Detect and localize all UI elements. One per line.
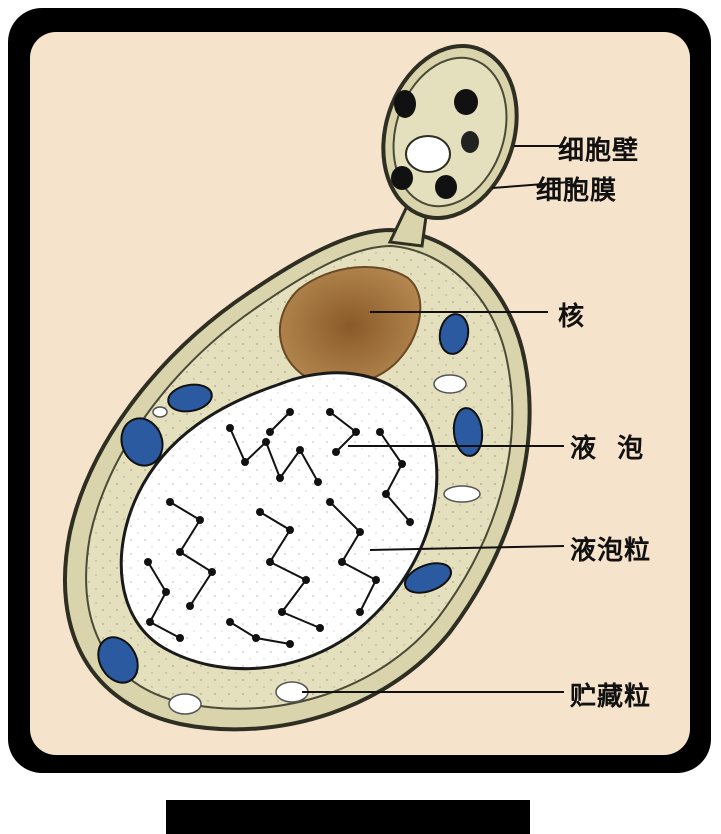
nucleus bbox=[278, 265, 422, 387]
bud-cell bbox=[381, 44, 519, 220]
label-vacuole: 液 泡 bbox=[570, 434, 645, 464]
caption-bar bbox=[166, 800, 530, 834]
storage-granules bbox=[152, 374, 481, 715]
vacuole-granule-dots bbox=[144, 408, 414, 648]
label-vacuole-granule: 液泡粒 bbox=[570, 536, 652, 566]
label-storage-granule: 贮藏粒 bbox=[570, 682, 652, 712]
yeast-cell-diagram bbox=[62, 44, 571, 732]
leader-lines bbox=[302, 145, 571, 693]
label-nucleus: 核 bbox=[558, 302, 586, 332]
label-cell-wall: 细胞壁 bbox=[558, 136, 640, 166]
mitochondria bbox=[97, 313, 484, 684]
label-cell-membrane: 细胞膜 bbox=[536, 176, 618, 206]
diagram-panel: 细胞壁 细胞膜 核 液 泡 液泡粒 贮藏粒 bbox=[30, 32, 690, 755]
